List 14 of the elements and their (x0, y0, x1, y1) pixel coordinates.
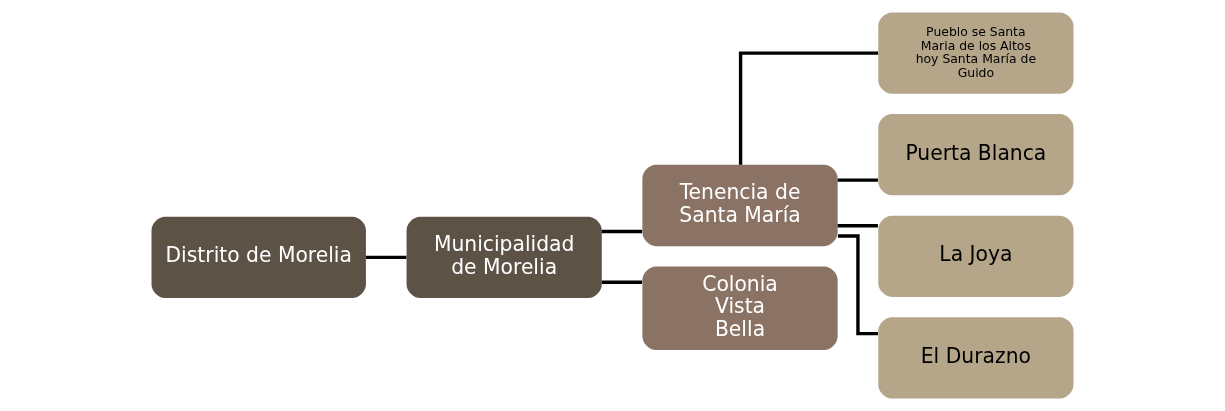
node-box: Municipalidad de Morelia (406, 216, 602, 299)
node-box: Tenencia de Santa María (642, 164, 838, 247)
connector (601, 280, 643, 284)
node-box: Puerta Blanca (878, 114, 1074, 196)
node-box: Pueblo se Santa Maria de los Altos hoy Santa María de Guido (878, 12, 1074, 94)
connector (366, 255, 407, 260)
connector (837, 224, 878, 228)
node-box: La Joya (878, 215, 1074, 297)
node-box: El Durazno (878, 317, 1074, 399)
node-box: Colonia Vista Bella (642, 266, 838, 350)
connector (601, 229, 643, 234)
connector (738, 51, 879, 165)
connector (837, 178, 878, 182)
node-box: Distrito de Morelia (151, 216, 366, 299)
